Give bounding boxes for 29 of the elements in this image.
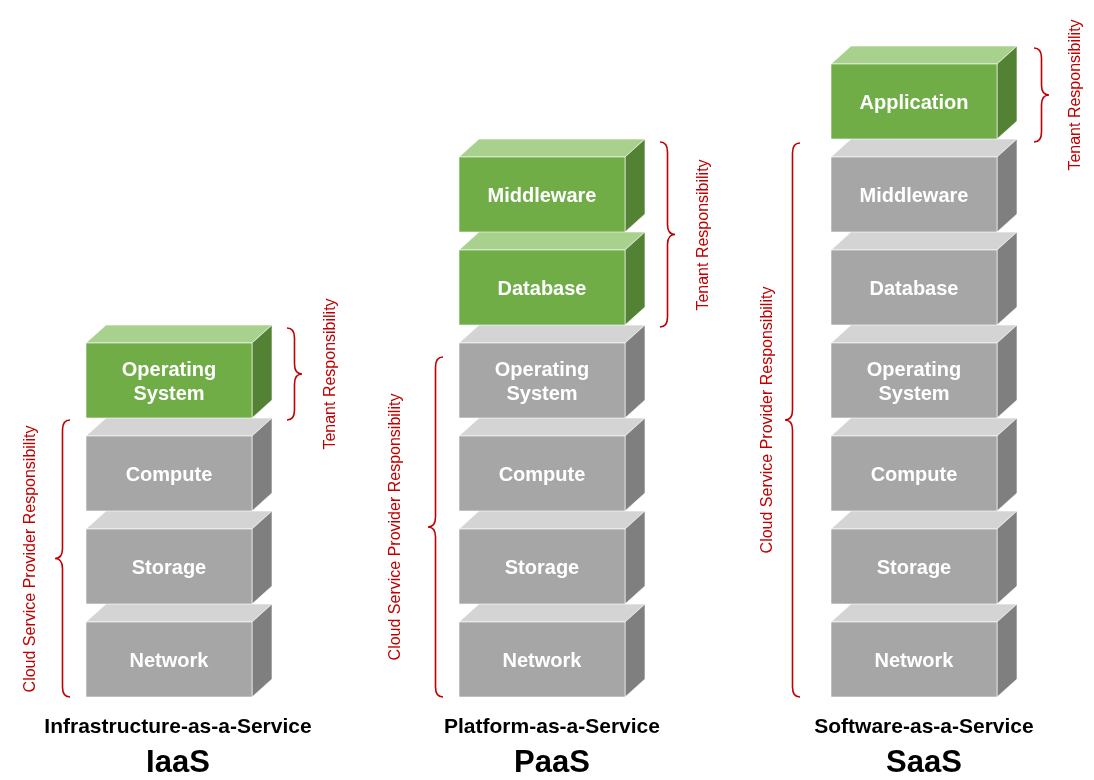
layer-label: Database [496, 275, 588, 300]
layer-label: Middleware [858, 182, 970, 207]
layer-label: Storage [503, 554, 581, 579]
column-title: Infrastructure-as-a-Service [44, 714, 312, 738]
layer-label: Compute [497, 461, 587, 486]
column-title: Software-as-a-Service [814, 714, 1034, 738]
layer-label: Compute [869, 461, 959, 486]
layer-label: Database [868, 275, 960, 300]
layer-label: Network [128, 647, 210, 672]
layer-label: Storage [875, 554, 953, 579]
bracket-label: Tenant Responsibility [1066, 19, 1084, 171]
bracket-label: Cloud Service Provider Responsibility [758, 286, 776, 554]
bracket-label: Tenant Responsibility [694, 158, 712, 311]
column-abbreviation: IaaS [146, 744, 210, 780]
layer-label: Operating System [493, 356, 591, 405]
column-title: Platform-as-a-Service [444, 714, 660, 738]
bracket-label: Cloud Service Provider Responsibility [21, 425, 39, 692]
layer-label: Compute [124, 461, 214, 486]
bracket-label: Tenant Responsibility [321, 298, 339, 450]
layer-label: Network [873, 647, 955, 672]
column-abbreviation: PaaS [514, 744, 590, 780]
layer-label: Middleware [486, 182, 598, 207]
layer-label: Application [858, 89, 970, 114]
bracket-label: Cloud Service Provider Responsibility [386, 393, 404, 661]
column-abbreviation: SaaS [886, 744, 962, 780]
layer-label: Network [501, 647, 583, 672]
layer-label: Operating System [120, 356, 218, 405]
layer-label: Operating System [865, 356, 963, 405]
layer-label: Storage [130, 554, 208, 579]
